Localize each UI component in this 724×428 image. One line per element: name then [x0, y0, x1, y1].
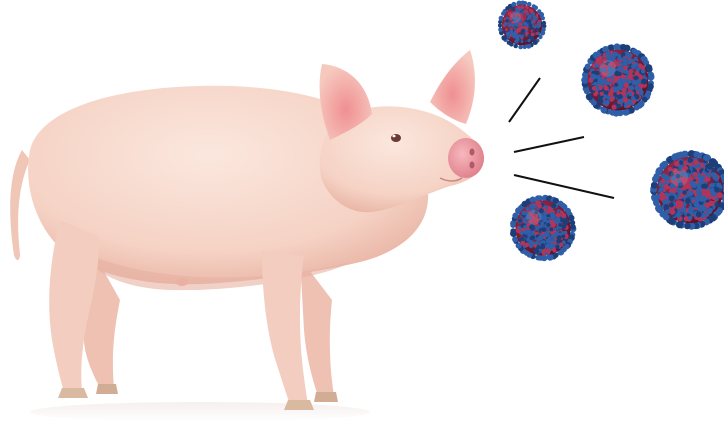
spread-line-up — [509, 78, 540, 122]
pig-belly-detail — [176, 278, 188, 286]
virus-particle-top — [498, 1, 546, 50]
pig — [10, 50, 484, 410]
spread-line-middle — [514, 137, 584, 152]
pig-snout — [448, 138, 484, 178]
virus-particle-right-lower — [650, 150, 724, 230]
ground-reflection — [30, 402, 370, 422]
pig-ear-right — [430, 50, 475, 124]
pig-tail — [10, 150, 30, 260]
pig-eye — [391, 134, 401, 142]
pig-front-leg — [262, 250, 308, 404]
virus-particle-bottom — [510, 195, 576, 262]
virus-particles — [498, 1, 724, 262]
virus-particle-right-upper — [581, 43, 654, 116]
spread-line-down — [514, 175, 614, 198]
